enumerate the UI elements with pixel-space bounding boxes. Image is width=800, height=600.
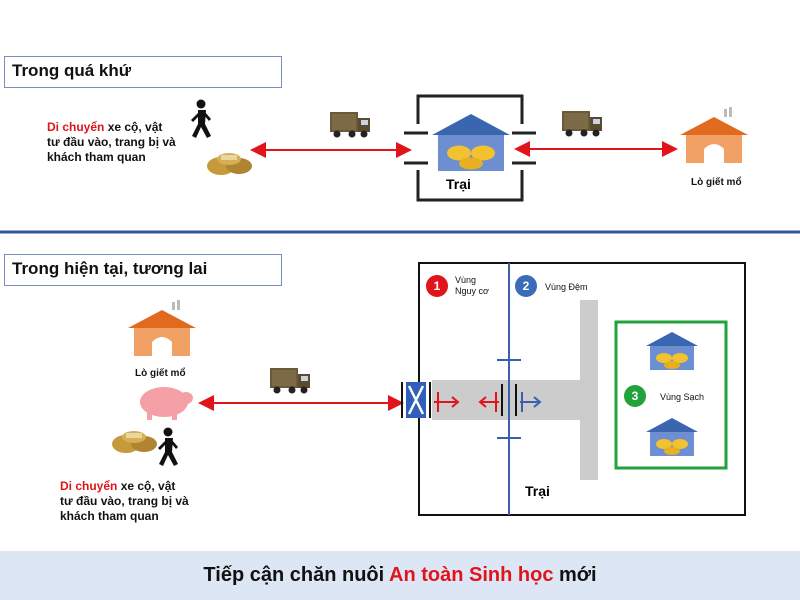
clean-barn-icon xyxy=(646,332,698,370)
disinfection-gate-icon xyxy=(401,382,431,418)
present-description: Di chuyển xe cộ, vật tư đầu vào, trang b… xyxy=(60,479,190,524)
present-section-title: Trong hiện tại, tương lai xyxy=(4,254,282,286)
present-farm-label: Trại xyxy=(525,483,550,499)
truck-icon xyxy=(330,112,370,138)
zone-1-label: Vùng Nguy cơ xyxy=(455,275,489,296)
zone-2-badge xyxy=(515,275,537,297)
banner-prefix: Tiếp cận chăn nuôi xyxy=(203,564,390,586)
past-slaughterhouse-icon xyxy=(680,107,748,163)
truck-icon xyxy=(270,368,310,394)
truck-icon xyxy=(562,111,602,137)
banner-highlight: An toàn Sinh học xyxy=(389,564,554,586)
clean-barn-icon xyxy=(646,418,698,456)
present-slaughter-label: Lò giết mổ xyxy=(135,368,186,379)
walking-person-icon xyxy=(191,99,211,138)
past-farm-barn-icon xyxy=(432,114,510,171)
inbound-arrows xyxy=(434,392,499,412)
past-slaughter-label: Lò giết mổ xyxy=(691,177,742,188)
past-section-title: Trong quá khứ xyxy=(4,56,282,88)
past-farm-label: Trại xyxy=(446,176,471,192)
walking-person-icon xyxy=(158,427,178,466)
present-description-rest: xe cộ, vật tư đầu vào, trang bị và khách… xyxy=(60,479,189,523)
zone-3-badge xyxy=(624,385,646,407)
banner-suffix: mới xyxy=(553,564,597,586)
past-description-highlight: Di chuyển xyxy=(47,120,105,134)
present-slaughterhouse-icon xyxy=(128,300,196,356)
supply-sacks-icon xyxy=(112,431,157,453)
clean-zone-outline xyxy=(614,320,728,470)
zone-2-number: 2 xyxy=(522,279,530,293)
zone-3-label: Vùng Sạch xyxy=(660,392,705,402)
zone-1-badge xyxy=(426,275,448,297)
buffer-arrow xyxy=(520,392,542,412)
zone-2-label: Vùng Đệm xyxy=(545,282,588,292)
pig-icon xyxy=(140,387,193,420)
past-description-rest: xe cộ, vật tư đầu vào, trang bị và khách… xyxy=(47,120,176,164)
zone-3-number: 3 xyxy=(631,389,639,403)
bottom-banner: Tiếp cận chăn nuôi An toàn Sinh học mới xyxy=(0,551,800,600)
present-section-graphics xyxy=(112,262,746,516)
zone-1-number: 1 xyxy=(433,279,441,293)
past-description: Di chuyển xe cộ, vật tư đầu vào, trang b… xyxy=(47,120,177,165)
supply-sacks-icon xyxy=(207,153,252,175)
past-farm-enclosure xyxy=(404,94,536,202)
past-section-graphics xyxy=(191,94,748,202)
present-description-highlight: Di chuyển xyxy=(60,479,118,493)
